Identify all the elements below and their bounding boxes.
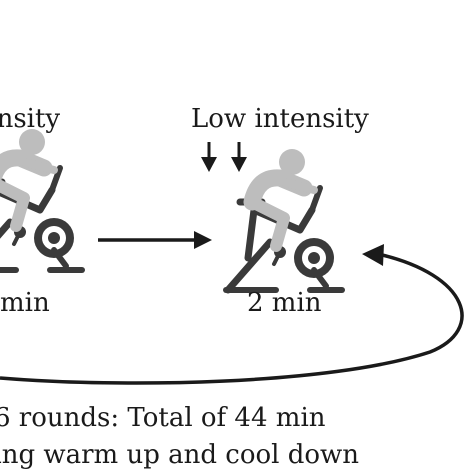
cyclist-icon-left [0, 129, 82, 270]
stage-2-duration-label: 2 min [247, 288, 322, 318]
loop-arrow-icon [0, 244, 464, 385]
stage-1-duration-label: min [0, 288, 50, 318]
down-arrow-icon-2 [231, 142, 247, 172]
right-arrow-icon [98, 231, 212, 249]
down-arrow-icon-1 [201, 142, 217, 172]
rounds-summary-text: 6 rounds: Total of 44 min [0, 403, 326, 433]
stage-2-intensity-label: Low intensity [191, 104, 369, 134]
includes-summary-text: uding warm up and cool down [0, 440, 360, 470]
cyclist-icon-right [226, 149, 342, 290]
stage-1-intensity-label: ntensity [0, 104, 61, 134]
